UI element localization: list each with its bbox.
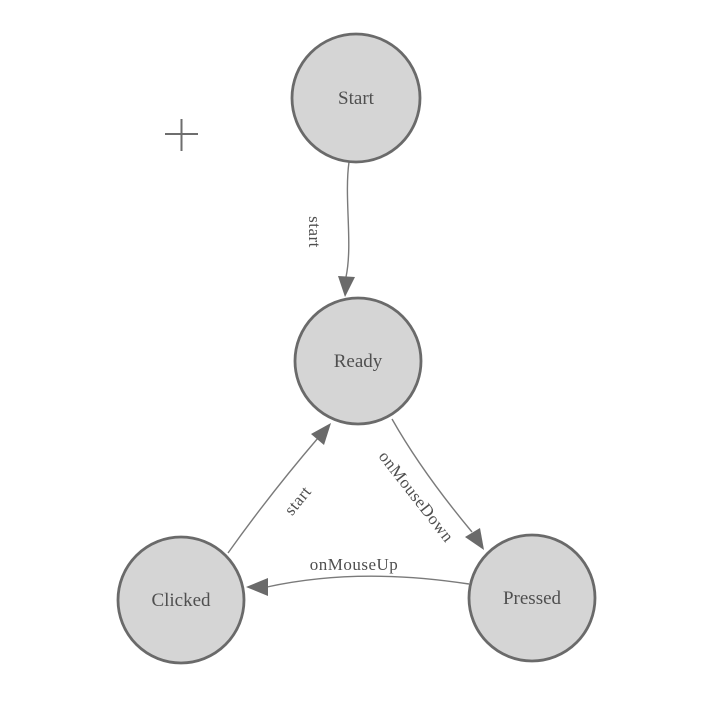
edge-label-ready-to-pressed: onMouseDown [375, 447, 458, 546]
state-label: Ready [334, 351, 383, 372]
crosshair-cursor-icon [165, 119, 198, 151]
arrowhead-icon [465, 528, 484, 550]
edge-line[interactable] [266, 575, 470, 588]
state-node-ready[interactable]: Ready [293, 296, 423, 426]
state-circle[interactable] [290, 32, 422, 164]
arrowhead-icon [311, 423, 331, 445]
state-label: Clicked [151, 590, 211, 611]
edge-clicked-to-ready[interactable] [227, 423, 331, 554]
edge-start-to-ready[interactable] [338, 161, 355, 297]
state-circle[interactable] [467, 533, 597, 663]
state-label: Pressed [503, 588, 562, 609]
state-node-clicked[interactable]: Clicked [116, 535, 246, 665]
state-circle[interactable] [116, 535, 246, 665]
edge-line[interactable] [391, 418, 473, 533]
arrowhead-icon [246, 578, 268, 596]
state-label: Start [338, 88, 375, 109]
state-node-pressed[interactable]: Pressed [467, 533, 597, 663]
edge-label-pressed-to-clicked: onMouseUp [310, 555, 399, 574]
arrowhead-icon [338, 276, 355, 297]
edge-label-clicked-to-ready: start [280, 482, 315, 519]
state-node-start[interactable]: Start [290, 32, 422, 164]
edge-line[interactable] [227, 437, 319, 554]
edge-label-start-to-ready: start [305, 216, 324, 248]
edge-line[interactable] [345, 161, 350, 278]
state-circle[interactable] [293, 296, 423, 426]
edge-pressed-to-clicked[interactable] [246, 575, 470, 596]
edge-ready-to-pressed[interactable] [391, 418, 484, 550]
